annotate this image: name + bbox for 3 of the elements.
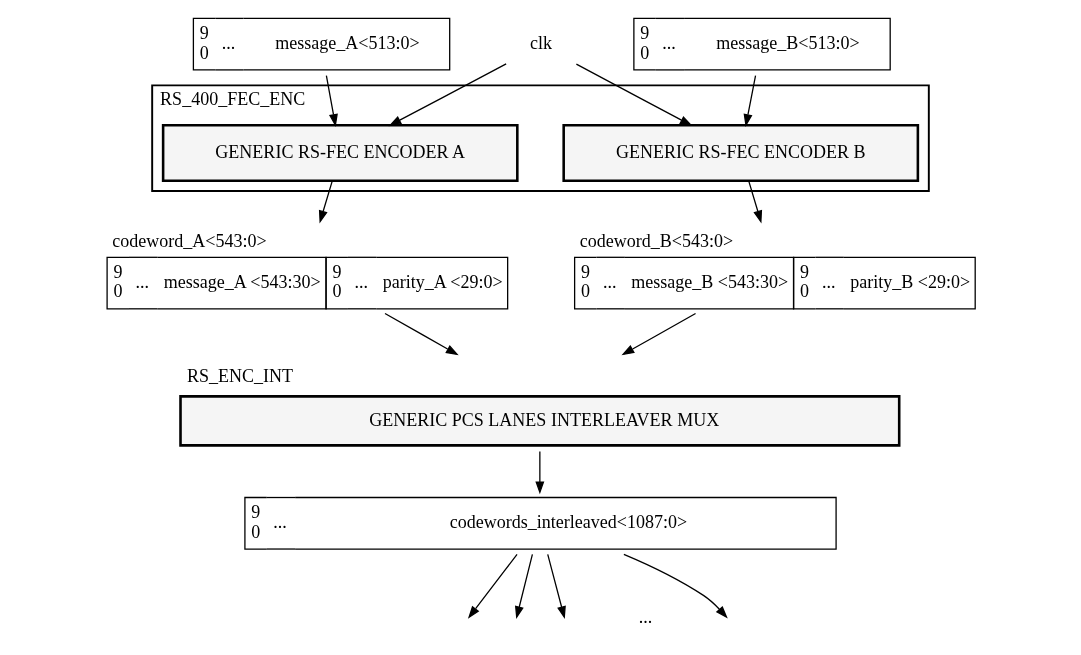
label: ... [638, 607, 653, 628]
node-text: clk [530, 32, 553, 53]
node-label: RS_ENC_INT [186, 366, 294, 387]
